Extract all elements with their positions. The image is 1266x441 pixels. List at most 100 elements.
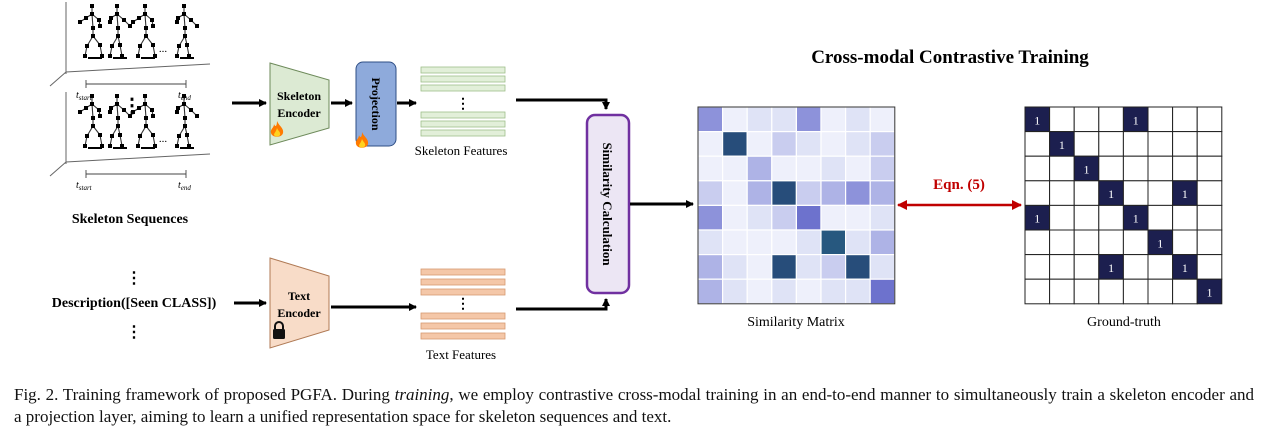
ground-truth-one-label: 1 — [1108, 261, 1114, 275]
skeleton-joint — [90, 12, 94, 16]
ground-truth-cell — [1098, 254, 1124, 280]
skeleton-joint — [83, 54, 87, 58]
skeleton-joint — [78, 20, 82, 24]
feature-bar — [420, 332, 506, 340]
skeleton-joint — [78, 110, 82, 114]
skeleton-joint — [84, 106, 88, 110]
similarity-cell — [771, 155, 797, 182]
ground-truth-cell — [1122, 180, 1149, 206]
time-start-label: tstart — [76, 180, 93, 192]
ground-truth-cell — [1073, 204, 1100, 231]
skeleton-joint — [122, 18, 126, 22]
skeleton-joint — [91, 116, 95, 120]
similarity-cell — [697, 106, 724, 133]
skeleton-joint — [153, 144, 157, 148]
skeleton-joint — [131, 20, 135, 24]
ground-truth-cell — [1147, 131, 1174, 157]
skeleton-joint — [137, 16, 141, 20]
similarity-cell — [795, 254, 822, 280]
ground-truth-cell — [1049, 254, 1075, 280]
similarity-cell — [697, 254, 724, 280]
similarity-matrix-border — [697, 106, 896, 305]
similarity-cell — [844, 131, 871, 157]
text-features-label: Text Features — [426, 347, 496, 362]
similarity-matrix-grid — [697, 106, 896, 305]
ellipsis-frames: ... — [159, 43, 168, 55]
skeleton-joint — [177, 134, 181, 138]
ground-truth-one-label: 1 — [1108, 187, 1114, 201]
skeleton-joint — [109, 106, 113, 110]
ground-truth-one-label: 1 — [1059, 138, 1065, 152]
skeleton-joint — [122, 108, 126, 112]
skeleton-joint — [91, 124, 95, 128]
feature-bar — [420, 268, 506, 276]
vertical-dots-description-bottom: ⋮ — [126, 324, 142, 341]
ground-truth-label: Ground-truth — [1087, 315, 1161, 330]
plot-axis-depth — [49, 161, 67, 177]
ground-truth-cell — [1073, 131, 1100, 157]
skeleton-joint — [151, 133, 155, 137]
ground-truth-cell — [1098, 229, 1124, 256]
skeleton-joint — [189, 18, 193, 22]
ground-truth-cell — [1172, 131, 1198, 157]
feature-bar — [420, 288, 506, 296]
similarity-cell — [795, 278, 822, 305]
skeleton-bone — [116, 13, 119, 29]
skeleton-joint — [128, 24, 132, 28]
figure-caption: Fig. 2. Training framework of proposed P… — [14, 384, 1254, 428]
skeleton-joint — [182, 94, 186, 98]
description-label: Description([Seen CLASS]) — [52, 296, 217, 311]
ground-truth-cell — [1049, 229, 1075, 256]
ground-truth-cell — [1098, 278, 1124, 305]
skeleton-joint — [144, 116, 148, 120]
similarity-cell — [869, 131, 896, 157]
skeleton-joint — [185, 43, 189, 47]
ground-truth-cell — [1024, 278, 1051, 305]
skeleton-joint — [182, 12, 186, 16]
ground-truth-cell — [1049, 278, 1075, 305]
fire-icon — [355, 132, 369, 148]
ground-truth-cell — [1024, 254, 1051, 280]
skeleton-bone — [91, 103, 94, 119]
skeleton-sequences-label: Skeleton Sequences — [72, 212, 189, 227]
skeleton-joint — [115, 4, 119, 8]
fire-icon — [270, 121, 284, 137]
ground-truth-cell — [1098, 204, 1124, 231]
skeleton-joint — [176, 106, 180, 110]
similarity-cell — [721, 204, 748, 231]
skeleton-joint — [100, 54, 104, 58]
similarity-cell — [721, 229, 748, 256]
skeleton-joint — [150, 108, 154, 112]
text-encoder-label-line1: Text — [288, 289, 310, 303]
similarity-cell — [771, 278, 797, 305]
skeleton-joint — [85, 44, 89, 48]
ground-truth-cell — [1147, 155, 1174, 182]
skeleton-joint — [116, 124, 120, 128]
similarity-cell — [844, 155, 871, 182]
similarity-cell — [746, 229, 773, 256]
similarity-cell — [771, 106, 797, 133]
skeleton-joint — [110, 134, 114, 138]
cross-modal-title: Cross-modal Contrastive Training — [811, 47, 1089, 68]
feature-bar — [420, 75, 506, 83]
similarity-cell — [820, 254, 847, 280]
time-end-label: tend — [178, 180, 191, 192]
skeleton-bone — [144, 13, 147, 29]
skeleton-joint — [90, 94, 94, 98]
ground-truth-cell — [1073, 180, 1100, 206]
feature-bar — [420, 278, 506, 286]
skeleton-joint — [153, 54, 157, 58]
skeleton-joint — [175, 144, 179, 148]
ground-truth-cell — [1024, 180, 1051, 206]
skeleton-joint — [98, 43, 102, 47]
skeleton-joint — [116, 116, 120, 120]
skeleton-joint — [98, 133, 102, 137]
ground-truth-cell — [1024, 131, 1051, 157]
skeleton-joint — [115, 94, 119, 98]
ground-truth-one-label: 1 — [1133, 113, 1139, 127]
skeleton-joint — [187, 54, 191, 58]
projection-label: Projection — [369, 77, 383, 130]
similarity-cell — [771, 180, 797, 207]
similarity-cell — [820, 204, 847, 231]
